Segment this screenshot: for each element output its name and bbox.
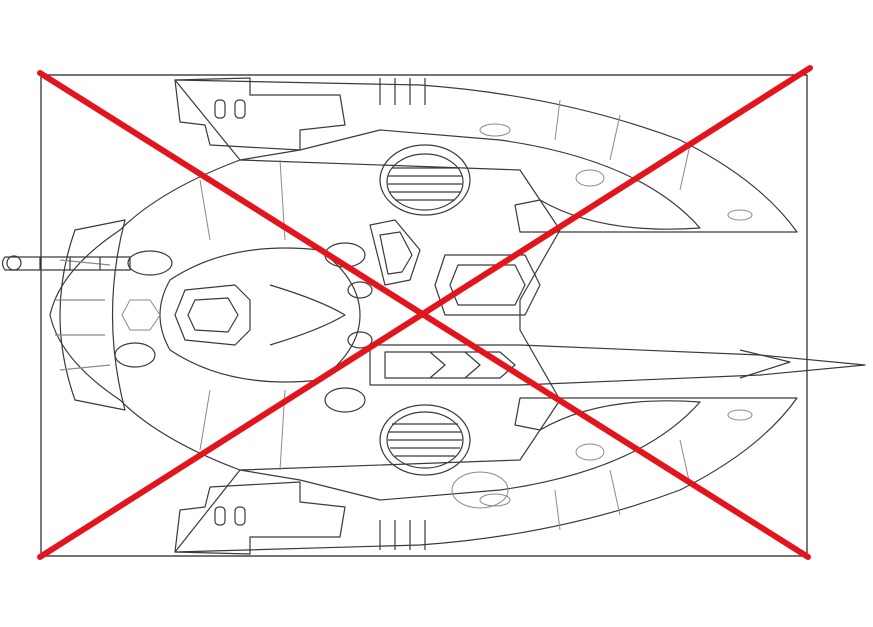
cross-line-2	[37, 65, 813, 560]
panel-lines	[121, 99, 753, 531]
frame-border	[40, 74, 808, 557]
tank-sketch	[1, 74, 866, 557]
upper-hull-wing	[174, 79, 798, 233]
upper-vent-grille	[379, 144, 471, 216]
lower-weapon-mount	[174, 481, 346, 555]
cross-out-mark	[37, 65, 813, 560]
forward-cockpit	[434, 254, 541, 316]
lower-hull-wing	[174, 397, 798, 553]
forward-spine	[369, 344, 866, 386]
rear-gun-barrel	[1, 250, 173, 276]
lower-vent-grille	[379, 404, 471, 476]
rear-fan-section	[59, 219, 126, 411]
upper-weapon-mount	[174, 77, 346, 151]
crew-compartment	[159, 247, 361, 383]
